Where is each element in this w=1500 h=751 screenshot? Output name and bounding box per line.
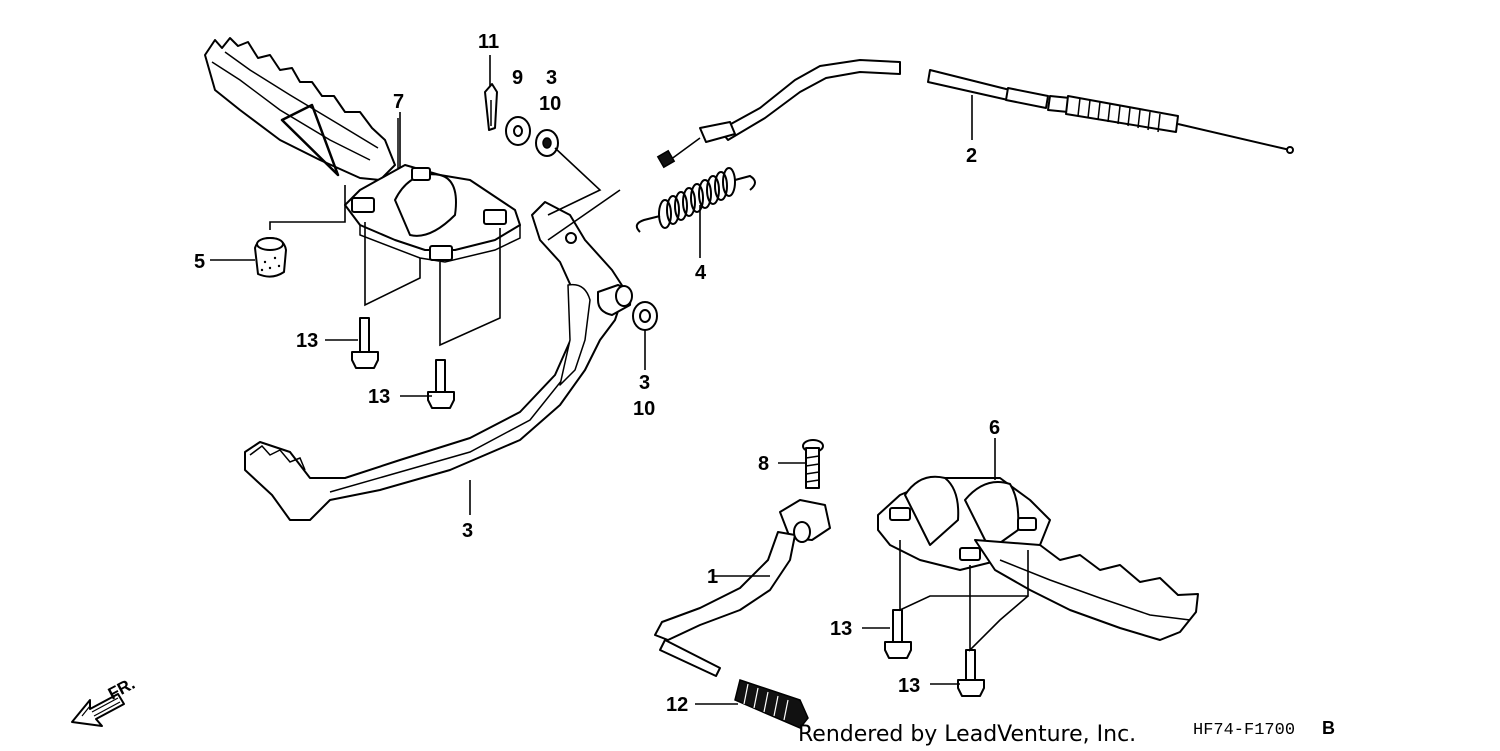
brake-cable[interactable] xyxy=(656,59,1294,169)
callout-8: 8 xyxy=(758,453,769,475)
callout-10-upper: 10 xyxy=(539,93,561,115)
callout-7: 7 xyxy=(393,91,404,113)
front-arrow-icon xyxy=(71,693,125,727)
callout-10-lower: 10 xyxy=(633,398,655,420)
shift-lever[interactable] xyxy=(654,499,831,677)
callout-4: 4 xyxy=(695,262,707,284)
bolt-upper-b[interactable] xyxy=(427,359,455,409)
callout-1: 1 xyxy=(707,566,718,588)
rubber-cap[interactable] xyxy=(254,237,287,278)
callout-13-d: 13 xyxy=(898,675,920,697)
diagram-code: HF74-F1700 xyxy=(1193,721,1295,740)
callout-2: 2 xyxy=(966,145,977,167)
callout-6: 6 xyxy=(989,417,1000,439)
pinch-bolt[interactable] xyxy=(802,439,824,489)
render-credit: Rendered by LeadVenture, Inc. xyxy=(798,722,1136,747)
brake-pedal[interactable] xyxy=(244,201,633,521)
callout-13-b: 13 xyxy=(368,386,390,408)
callout-11: 11 xyxy=(478,31,499,53)
bolt-lower-a[interactable] xyxy=(884,609,912,659)
cotter-pin[interactable] xyxy=(484,83,498,131)
diagram-code-suffix: B xyxy=(1322,718,1335,738)
washer-10-lower[interactable] xyxy=(632,301,658,331)
callout-9: 9 xyxy=(512,67,523,89)
callout-5: 5 xyxy=(194,251,205,273)
shift-rubber[interactable] xyxy=(734,679,809,729)
footpeg-right[interactable] xyxy=(877,475,1199,641)
footpeg-left[interactable] xyxy=(204,37,521,263)
bolt-lower-b[interactable] xyxy=(957,649,985,697)
callout-3-mid: 3 xyxy=(639,372,650,394)
callout-13-a: 13 xyxy=(296,330,318,352)
callout-12: 12 xyxy=(666,694,688,716)
washer-9[interactable] xyxy=(505,116,531,146)
return-spring[interactable] xyxy=(635,167,756,233)
leader-lines xyxy=(210,55,1029,705)
bolt-upper-a[interactable] xyxy=(351,317,379,369)
callout-3-lower: 3 xyxy=(462,520,473,542)
callout-3-upper: 3 xyxy=(546,67,557,89)
washer-10-upper[interactable] xyxy=(535,129,559,157)
callout-13-c: 13 xyxy=(830,618,852,640)
